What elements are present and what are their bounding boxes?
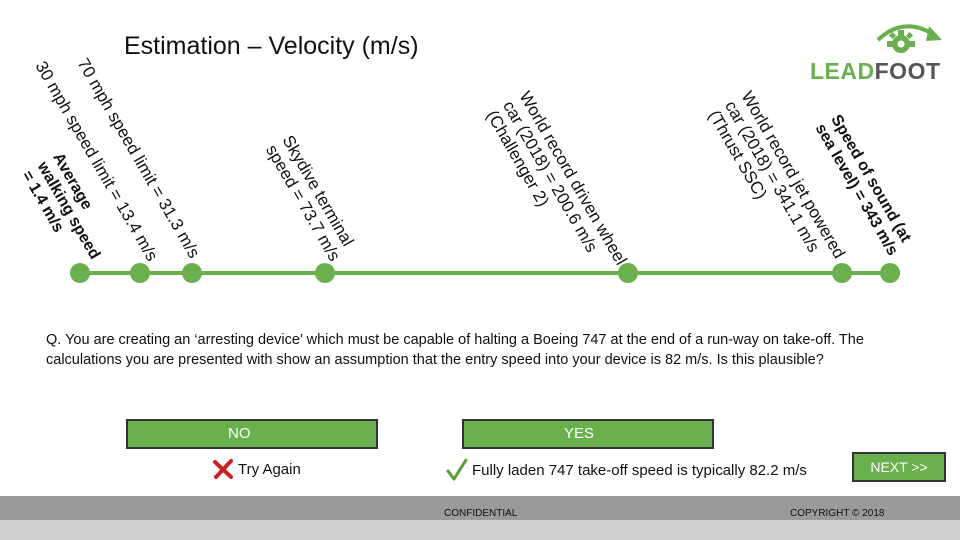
logo-text: LEADFOOT: [810, 58, 941, 85]
yes-button[interactable]: YES: [462, 419, 714, 449]
no-feedback-text: Try Again: [238, 460, 301, 478]
next-button[interactable]: NEXT >>: [852, 452, 946, 482]
marker-jet-car: [832, 263, 852, 283]
logo-text-foot: FOOT: [874, 58, 941, 84]
marker-skydive: [315, 263, 335, 283]
marker-wheel-car: [618, 263, 638, 283]
label-wheel-car: World record driven wheel car (2018) = 2…: [482, 88, 631, 269]
velocity-scale-line: [80, 271, 900, 275]
yes-feedback-text: Fully laden 747 take-off speed is typica…: [472, 461, 807, 479]
label-jet-car: World record jet powered car (2018) = 34…: [704, 88, 849, 262]
footer-bar: [0, 496, 960, 520]
slide-title: Estimation – Velocity (m/s): [124, 32, 419, 60]
cross-icon: [213, 459, 233, 479]
no-feedback: Try Again: [212, 458, 301, 480]
marker-30mph: [130, 263, 150, 283]
no-button[interactable]: NO: [126, 419, 378, 449]
marker-speed-of-sound: [880, 263, 900, 283]
marker-walking: [70, 263, 90, 283]
yes-feedback: Fully laden 747 take-off speed is typica…: [446, 458, 807, 482]
marker-70mph: [182, 263, 202, 283]
logo-text-lead: LEAD: [810, 58, 875, 84]
copyright-label: COPYRIGHT © 2018: [790, 508, 885, 519]
checkmark-icon: [446, 458, 468, 481]
confidential-label: CONFIDENTIAL: [444, 508, 518, 519]
label-skydive: Skydive terminal speed = 73.7 m/s: [262, 132, 358, 265]
gear-arrow-icon: [876, 24, 942, 53]
leadfoot-logo: LEADFOOT: [808, 22, 948, 84]
question-text: Q. You are creating an ‘arresting device…: [46, 332, 864, 368]
